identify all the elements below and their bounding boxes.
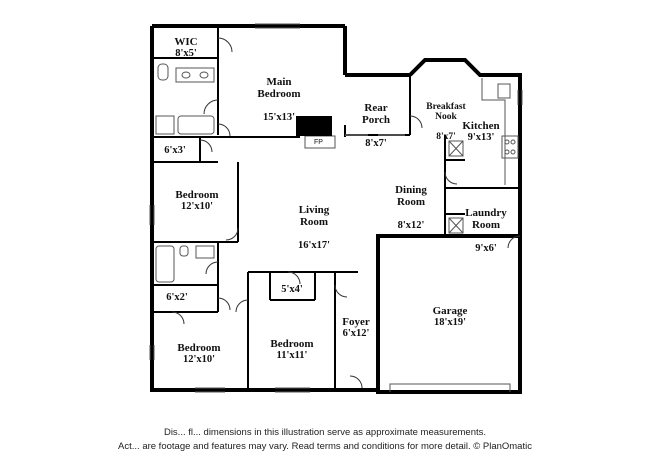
disclaimer: Dis... fl... dimensions in this illustra… <box>0 426 650 454</box>
room-label-closet-5x4: 5'x4' <box>281 284 303 295</box>
room-label-closet-6x2: 6'x2' <box>166 292 188 303</box>
room-label-bedroom-1: Bedroom 12'x10' <box>175 189 219 212</box>
room-label-closet-6x3: 6'x3' <box>164 145 186 156</box>
fixtures <box>149 23 523 393</box>
room-label-bedroom-2: Bedroom 12'x10' <box>177 342 221 365</box>
room-label-main-bedroom: Main Bedroom 15'x13' <box>257 76 301 123</box>
room-label-foyer: Foyer 6'x12' <box>342 316 370 339</box>
room-label-breakfast-nook: Breakfast Nook 8'x7' <box>426 102 466 142</box>
room-label-wic: WIC 8'x5' <box>174 36 198 59</box>
room-label-living-room: Living Room 16'x17' <box>297 204 331 251</box>
door-swings <box>171 37 521 389</box>
disclaimer-line-1: Dis... fl... dimensions in this illustra… <box>163 427 487 438</box>
room-label-laundry-room: Laundry Room 9'x6' <box>465 207 507 254</box>
fireplace <box>296 116 332 136</box>
room-label-kitchen: Kitchen 9'x13' <box>462 120 500 143</box>
fireplace-label: FP <box>314 139 323 146</box>
room-label-dining-room: Dining Room 8'x12' <box>395 184 427 231</box>
room-label-rear-porch: Rear Porch 8'x7' <box>362 102 390 149</box>
room-label-bedroom-3: Bedroom 11'x11' <box>270 338 314 361</box>
disclaimer-line-2: Act... are footage and features may vary… <box>118 441 532 452</box>
room-label-garage: Garage 18'x19' <box>432 305 468 328</box>
exterior-walls <box>150 24 522 394</box>
